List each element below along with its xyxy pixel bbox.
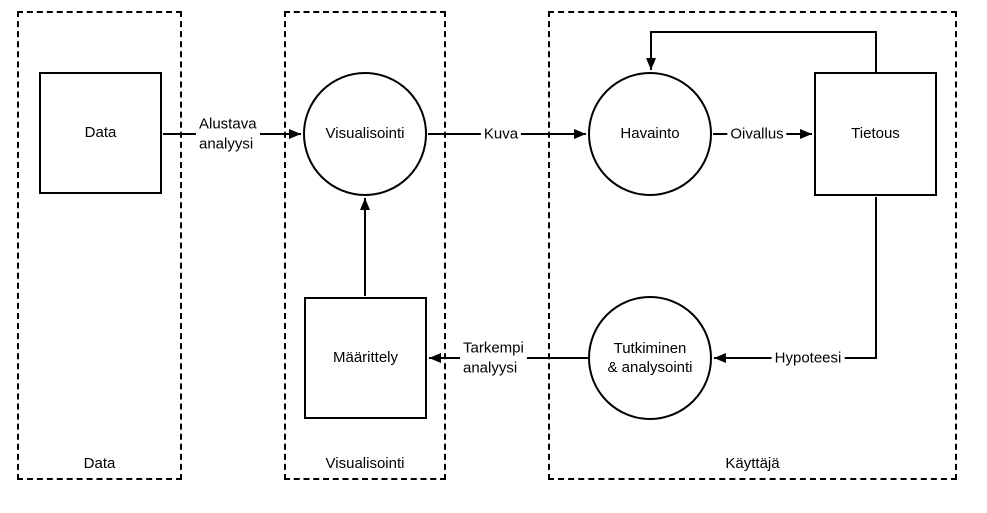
edge-label-initial-analysis: Alustava analyysi (196, 113, 260, 155)
edge-label-deeper-analysis: Tarkempi analyysi (460, 337, 527, 379)
node-exploration: Tutkiminen & analysointi (588, 296, 712, 420)
edge-knowledge-to-exploration (714, 197, 877, 363)
node-observation: Havainto (588, 72, 712, 196)
edge-label-image: Kuva (480, 123, 522, 145)
edge-knowledge-feedback-to-observation (646, 31, 877, 73)
group-visualization: Visualisointi (284, 11, 446, 480)
node-knowledge: Tietous (814, 72, 937, 196)
group-user: Käyttäjä (548, 11, 957, 480)
group-visualization-label: Visualisointi (325, 455, 405, 472)
edge-label-hypothesis: Hypoteesi (771, 347, 845, 369)
group-data: Data (17, 11, 182, 480)
node-specification: Määrittely (304, 297, 427, 419)
edge-label-insight: Oivallus (727, 123, 787, 145)
group-user-label: Käyttäjä (725, 455, 780, 472)
group-data-label: Data (83, 455, 116, 472)
node-data: Data (39, 72, 162, 194)
node-visualization: Visualisointi (303, 72, 427, 196)
